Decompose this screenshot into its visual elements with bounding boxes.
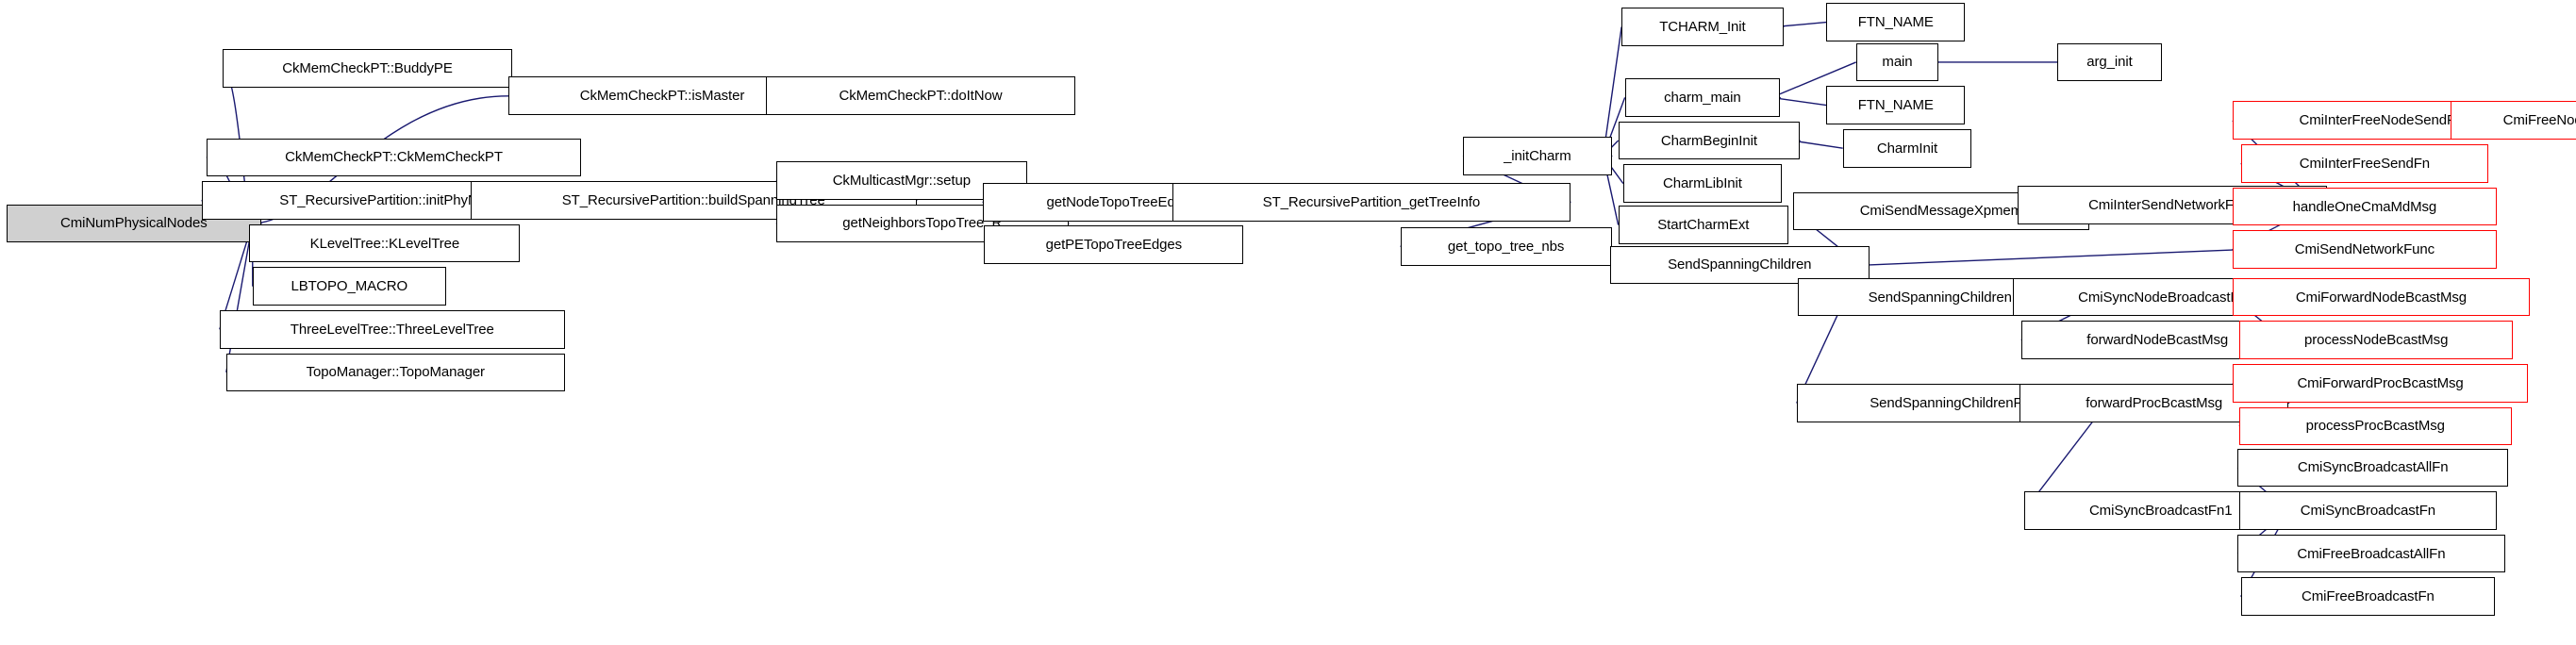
graph-node-initcharm[interactable]: _initCharm bbox=[1463, 136, 1612, 175]
graph-node-main[interactable]: main bbox=[1855, 42, 1939, 82]
graph-node-kleveltree[interactable]: KLevelTree::KLevelTree bbox=[249, 223, 521, 263]
graph-node-tcharminit[interactable]: TCHARM_Init bbox=[1621, 8, 1784, 46]
graph-node-syncbroadcastallfn[interactable]: CmiSyncBroadcastAllFn bbox=[2237, 448, 2509, 488]
graph-node-charminit[interactable]: CharmInit bbox=[1842, 128, 1972, 168]
graph-node-charmlibinit[interactable]: CharmLibInit bbox=[1622, 164, 1782, 203]
graph-node-gettoponbs[interactable]: get_topo_tree_nbs bbox=[1400, 227, 1612, 266]
graph-node-getpetopo[interactable]: getPETopoTreeEdges bbox=[984, 225, 1244, 265]
graph-node-charmbegininit[interactable]: CharmBeginInit bbox=[1618, 121, 1801, 160]
graph-node-freebroadcastfn[interactable]: CmiFreeBroadcastFn bbox=[2240, 577, 2496, 617]
graph-node-cmiforwardprocbcastmsg[interactable]: CmiForwardProcBcastMsg bbox=[2232, 363, 2529, 403]
graph-node-lbtopo[interactable]: LBTOPO_MACRO bbox=[252, 267, 446, 306]
graph-node-threeleveltree[interactable]: ThreeLevelTree::ThreeLevelTree bbox=[219, 309, 565, 349]
graph-node-processnodebcastmsg[interactable]: processNodeBcastMsg bbox=[2238, 321, 2514, 360]
graph-node-sendspanningchildren[interactable]: SendSpanningChildren bbox=[1609, 245, 1870, 285]
graph-node-arginit[interactable]: arg_init bbox=[2057, 42, 2162, 82]
graph-node-freenodesendfn[interactable]: CmiFreeNodeSendFn bbox=[2450, 101, 2576, 141]
graph-node-topomanager[interactable]: TopoManager::TopoManager bbox=[225, 353, 565, 392]
graph-node-sendnetworkfunc[interactable]: CmiSendNetworkFunc bbox=[2232, 230, 2497, 269]
graph-node-doitnow[interactable]: CkMemCheckPT::doItNow bbox=[766, 76, 1075, 116]
graph-node-cmiforwardnodebcastmsg[interactable]: CmiForwardNodeBcastMsg bbox=[2232, 277, 2530, 317]
graph-node-ckmemcheckpt[interactable]: CkMemCheckPT::CkMemCheckPT bbox=[206, 138, 582, 177]
graph-node-charmmain[interactable]: charm_main bbox=[1624, 78, 1781, 117]
edge-sendspanningchildren-to-sendnetworkfunc bbox=[1869, 248, 2241, 266]
graph-node-syncbroadcastfn[interactable]: CmiSyncBroadcastFn bbox=[2238, 491, 2497, 530]
graph-node-handleonecma[interactable]: handleOneCmaMdMsg bbox=[2232, 187, 2497, 226]
graph-node-processprocbcastmsg[interactable]: processProcBcastMsg bbox=[2238, 406, 2512, 446]
graph-node-ftnname1[interactable]: FTN_NAME bbox=[1826, 3, 1966, 41]
graph-node-ftnname2[interactable]: FTN_NAME bbox=[1826, 86, 1966, 124]
graph-node-freebroadcastallfn[interactable]: CmiFreeBroadcastAllFn bbox=[2237, 534, 2505, 573]
graph-node-gettreeinfo[interactable]: ST_RecursivePartition_getTreeInfo bbox=[1172, 182, 1571, 222]
graph-node-startcharmext[interactable]: StartCharmExt bbox=[1618, 206, 1788, 244]
graph-node-interfreesendfn[interactable]: CmiInterFreeSendFn bbox=[2240, 144, 2489, 183]
graph-node-ismaster[interactable]: CkMemCheckPT::isMaster bbox=[508, 76, 816, 116]
graph-node-buddype[interactable]: CkMemCheckPT::BuddyPE bbox=[223, 49, 512, 88]
